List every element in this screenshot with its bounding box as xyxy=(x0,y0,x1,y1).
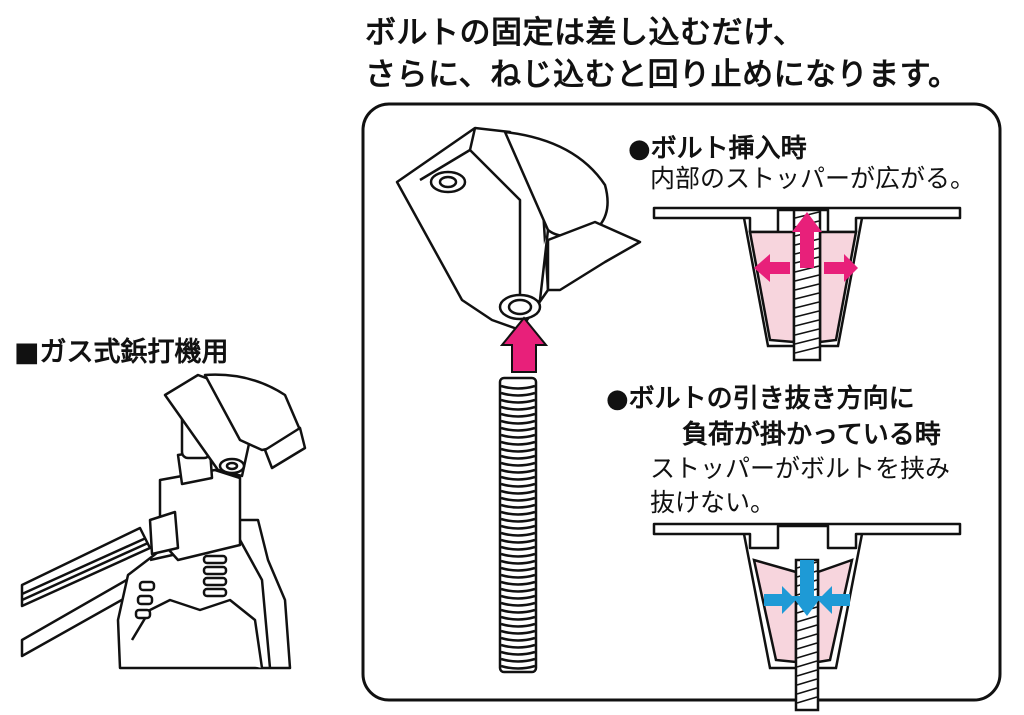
bracket-illustration xyxy=(395,126,642,332)
bolt-hatch-line xyxy=(794,274,820,282)
bolt-hatch-line xyxy=(794,310,820,318)
bolt-thread xyxy=(500,657,536,663)
bolt-thread xyxy=(500,636,536,642)
bolt-thread xyxy=(500,503,536,509)
bolt-thread xyxy=(500,664,536,670)
bolt-thread xyxy=(500,405,536,411)
insert-arrow-right xyxy=(824,254,858,282)
bolt-thread xyxy=(500,608,536,614)
bolt-thread xyxy=(500,447,536,453)
bolt-thread xyxy=(500,587,536,593)
bolt-thread xyxy=(500,573,536,579)
bolt-hatch-line xyxy=(796,660,818,668)
bolt-thread xyxy=(500,433,536,439)
bolt-thread xyxy=(500,531,536,537)
headline-line-1: ボルトの固定は差し込むだけ、 xyxy=(365,15,805,51)
tool-label: ■ガス式鋲打機用 xyxy=(14,337,229,368)
pull-state-title-line-1: ●ボルトの引き抜き方向に xyxy=(606,384,915,414)
bolt-thread xyxy=(500,391,536,397)
bolt-thread xyxy=(500,496,536,502)
bolt-hatch-line xyxy=(796,633,818,641)
bolt-thread xyxy=(500,412,536,418)
bolt-hatch-line xyxy=(796,624,818,632)
bolt-thread xyxy=(500,524,536,530)
pull-arrow-right xyxy=(818,586,850,614)
bolt-hatch-line xyxy=(794,292,820,300)
insert-state-title: ●ボルト挿入時 xyxy=(628,134,807,164)
pull-state-description-line-1: ストッパーがボルトを挟み xyxy=(650,454,951,483)
bolt-thread xyxy=(500,594,536,600)
bolt-thread xyxy=(500,601,536,607)
bolt-thread xyxy=(500,580,536,586)
bolt-thread xyxy=(500,454,536,460)
bolt-thread xyxy=(500,384,536,390)
bolt-thread xyxy=(500,461,536,467)
pull-cross-section xyxy=(652,522,962,712)
bolt-thread xyxy=(500,559,536,565)
bolt-thread xyxy=(500,426,536,432)
insert-arrow-up xyxy=(792,212,822,268)
bolt-thread xyxy=(500,566,536,572)
pull-state-description-line-2: 抜けない。 xyxy=(650,488,776,517)
bolt-thread xyxy=(500,489,536,495)
bolt-thread xyxy=(500,510,536,516)
bolt-thread xyxy=(500,468,536,474)
bolt-hatch-line xyxy=(796,615,818,623)
bolt-thread xyxy=(500,398,536,404)
bolt-hatch-line xyxy=(796,696,818,704)
bolt-thread xyxy=(500,643,536,649)
insert-direction-arrow xyxy=(499,316,549,373)
bolt-hatch-line xyxy=(794,301,820,309)
headline: ボルトの固定は差し込むだけ、 さらに、ねじ込むと回り止めになります。 xyxy=(365,12,959,96)
pull-arrow-left xyxy=(764,586,796,614)
bolt-thread xyxy=(500,552,536,558)
bolt-hatch-line xyxy=(796,687,818,695)
bolt-thread xyxy=(500,538,536,544)
pull-arrow-down xyxy=(792,560,822,616)
pull-state-title-line-2: 負荷が掛かっている時 xyxy=(682,420,941,450)
headline-line-2: さらに、ねじ込むと回り止めになります。 xyxy=(365,57,960,93)
bolt-hatch-line xyxy=(796,669,818,677)
bolt-hatch-line xyxy=(794,328,820,336)
bolt-thread xyxy=(500,622,536,628)
bolt-thread xyxy=(500,650,536,656)
bolt-hatch-line xyxy=(794,319,820,327)
bolt-thread xyxy=(500,517,536,523)
bolt-hatch-line xyxy=(794,283,820,291)
bolt-thread xyxy=(500,475,536,481)
insert-cross-section xyxy=(652,206,962,362)
insert-state-description: 内部のストッパーが広がる。 xyxy=(650,164,976,193)
bolt-hatch-line xyxy=(794,337,820,345)
bolt-thread xyxy=(500,440,536,446)
nail-gun-illustration xyxy=(20,373,307,670)
bolt-hatch-line xyxy=(796,642,818,650)
bolt-hatch-line xyxy=(794,346,820,354)
bolt-hatch-line xyxy=(796,678,818,686)
insert-arrow-left xyxy=(754,254,790,282)
bolt-hatch-line xyxy=(796,651,818,659)
threaded-bolt xyxy=(498,376,538,674)
bolt-thread xyxy=(500,482,536,488)
bolt-thread xyxy=(500,615,536,621)
bolt-hatch-line xyxy=(794,265,820,273)
bolt-thread xyxy=(500,629,536,635)
bolt-thread xyxy=(500,419,536,425)
bolt-thread xyxy=(500,545,536,551)
